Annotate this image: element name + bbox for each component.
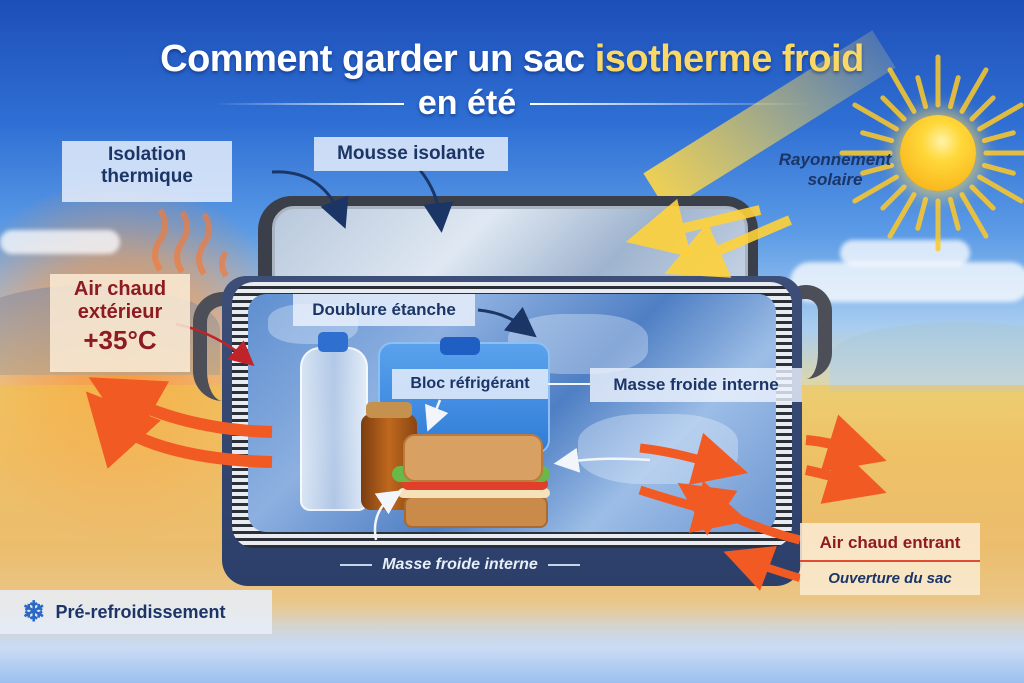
sun-ray	[947, 75, 961, 110]
sun-ray	[947, 196, 961, 231]
label-air-chaud-entrant: Air chaud entrant	[800, 523, 980, 563]
sun-ray	[969, 95, 996, 122]
sun-ray	[959, 192, 989, 239]
label-line: Air chaud	[73, 278, 167, 300]
sun-ray	[981, 162, 1016, 176]
page-title: Comment garder un sac isotherme froid	[0, 38, 1024, 81]
sun-ray	[852, 102, 899, 132]
sandwich-bottom-bread	[404, 496, 548, 528]
sun-rays-icon	[839, 54, 1024, 252]
sandwich-cheese	[398, 488, 550, 498]
sun-ray	[887, 192, 917, 239]
label-pre-refroidissement: ❄ Pré-refroidissement	[0, 590, 272, 634]
label-air-chaud-exterieur: Air chaud extérieur +35°C	[50, 274, 190, 372]
sun-ray	[915, 75, 929, 110]
ice-pack-cap	[440, 337, 480, 355]
sun-ray	[959, 67, 989, 114]
temperature-value: +35°C	[83, 325, 157, 355]
mountain-right	[830, 322, 1024, 392]
sun-ray	[915, 196, 929, 231]
sun-ray	[880, 95, 907, 122]
divider	[800, 560, 980, 562]
sun-ray	[887, 67, 917, 114]
snowflake-icon: ❄	[22, 596, 46, 627]
title-accent: isotherme froid	[594, 38, 865, 80]
divider-left	[213, 102, 404, 105]
label-masse-froide-interne-bottom: Masse froide interne	[300, 552, 620, 578]
cloud	[840, 240, 970, 266]
subtitle-row: en été	[0, 84, 1024, 123]
page-subtitle: en été	[417, 84, 517, 122]
label-line: Isolation	[107, 144, 187, 165]
sun-ray	[977, 102, 1024, 132]
label-bloc-refrigerant: Bloc réfrigérant	[392, 369, 548, 399]
sun-ray	[852, 174, 899, 204]
label-text: Pré-refroidissement	[55, 601, 226, 622]
label-line: extérieur	[77, 301, 163, 323]
water-bottle	[300, 347, 368, 511]
cloud	[0, 230, 120, 254]
label-doublure-etanche: Doublure étanche	[293, 294, 475, 326]
sun-ray	[969, 184, 996, 211]
divider-right	[530, 102, 811, 105]
water-bottle-cap	[318, 332, 348, 352]
sun-ray	[860, 162, 895, 176]
label-isolation-thermique: Isolation thermique	[62, 141, 232, 202]
title-prefix: Comment garder un sac	[160, 38, 585, 80]
sun-ray	[981, 130, 1016, 144]
sun-icon	[900, 115, 976, 191]
label-masse-froide-interne: Masse froide interne	[590, 368, 802, 402]
divider	[340, 564, 373, 566]
sandwich-top-bread	[403, 434, 543, 482]
sun-ray	[880, 184, 907, 211]
label-line: thermique	[101, 165, 193, 187]
cloud	[790, 262, 1024, 302]
jar-lid	[366, 402, 412, 418]
label-line: solaire	[807, 169, 863, 189]
divider	[547, 564, 580, 566]
label-ouverture-du-sac: Ouverture du sac	[800, 563, 980, 595]
label-text: Masse froide interne	[382, 556, 538, 573]
label-rayonnement-solaire: Rayonnement solaire	[770, 150, 900, 189]
label-mousse-isolante: Mousse isolante	[314, 137, 508, 171]
sun-ray	[977, 174, 1024, 204]
sun-ray	[860, 130, 895, 144]
frost-patch	[578, 414, 738, 484]
label-line: Rayonnement	[778, 150, 892, 169]
